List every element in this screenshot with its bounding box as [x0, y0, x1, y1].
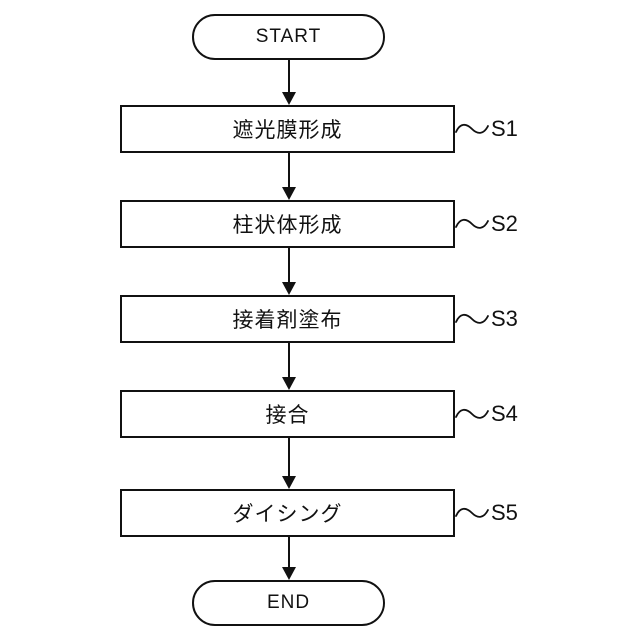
process-box-s5: ダイシング: [120, 489, 455, 537]
flow-arrow: [281, 343, 297, 390]
process-label: 遮光膜形成: [232, 119, 343, 142]
step-connector-squiggle: [455, 408, 489, 419]
flow-arrow: [281, 153, 297, 200]
start-terminal: START: [192, 14, 385, 60]
flow-arrow: [281, 248, 297, 295]
flow-arrow: [281, 58, 297, 105]
step-id-label: S2: [491, 211, 518, 236]
start-label: START: [255, 26, 322, 47]
end-terminal: END: [192, 580, 385, 626]
process-box-s3: 接着剤塗布: [120, 295, 455, 343]
step-id-label: S5: [491, 500, 518, 525]
step-id-label: S4: [491, 401, 518, 426]
process-box-s2: 柱状体形成: [120, 200, 455, 248]
step-id-label: S1: [491, 116, 518, 141]
arrow-head-icon: [282, 377, 296, 390]
arrow-head-icon: [282, 92, 296, 105]
process-label: ダイシング: [232, 503, 343, 526]
process-label: 柱状体形成: [232, 214, 343, 237]
process-box-s4: 接合: [120, 390, 455, 438]
step-connector-squiggle: [455, 123, 489, 134]
end-label: END: [266, 592, 311, 613]
step-connector-squiggle: [455, 507, 489, 518]
arrow-shaft: [288, 153, 290, 188]
arrow-shaft: [288, 58, 290, 93]
arrow-head-icon: [282, 187, 296, 200]
arrow-shaft: [288, 537, 290, 568]
arrow-shaft: [288, 248, 290, 283]
step-id-label: S3: [491, 306, 518, 331]
step-connector-squiggle: [455, 218, 489, 229]
process-label: 接合: [265, 404, 310, 427]
step-connector-squiggle: [455, 313, 489, 324]
arrow-shaft: [288, 438, 290, 477]
flow-arrow: [281, 438, 297, 489]
arrow-head-icon: [282, 282, 296, 295]
process-label: 接着剤塗布: [232, 309, 343, 332]
arrow-head-icon: [282, 567, 296, 580]
arrow-head-icon: [282, 476, 296, 489]
arrow-shaft: [288, 343, 290, 378]
flow-arrow: [281, 537, 297, 580]
process-box-s1: 遮光膜形成: [120, 105, 455, 153]
